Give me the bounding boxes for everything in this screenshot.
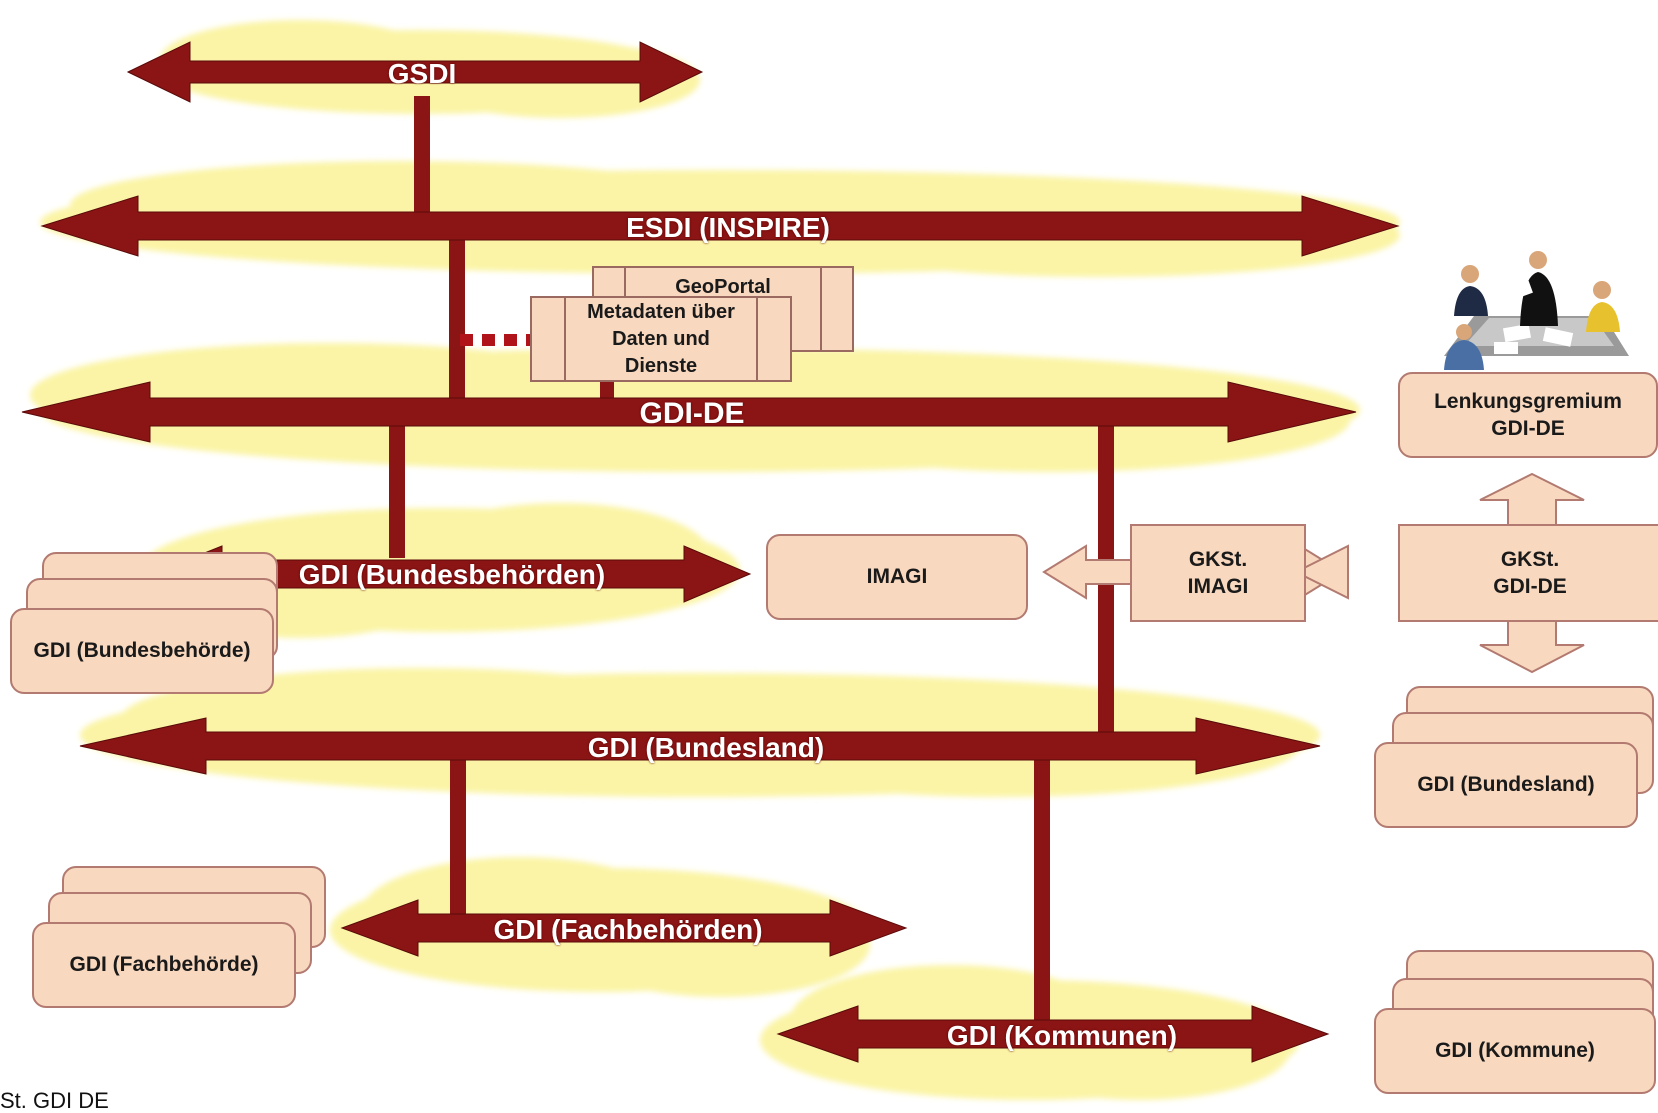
- lenkungsgremium-box: Lenkungsgremium GDI-DE: [1398, 372, 1658, 458]
- connector-gsdi-esdi: [414, 96, 430, 214]
- gdi-bundesbehoerde-label: GDI (Bundesbehörde): [33, 639, 251, 663]
- label-gdi-fachbehoerden: GDI (Fachbehörden): [493, 914, 763, 945]
- dashed-connector: [460, 334, 539, 346]
- arrow-gdi-de: [21, 381, 1357, 443]
- gdi-bundesland-label: GDI (Bundesland): [1417, 773, 1595, 797]
- gdi-kommune-box: GDI (Kommune): [1374, 1008, 1656, 1094]
- connector-esdi-gdi-de: [449, 236, 465, 404]
- metadata-text: Metadaten über Daten und Dienste: [532, 298, 790, 380]
- connector-gdi-de-bundesbehoerden: [389, 420, 405, 558]
- label-gdi-bundesbehoerden: GDI (Bundesbehörden): [298, 559, 606, 590]
- meeting-people-illustration-icon: [1434, 246, 1634, 370]
- metadata-line-1: Metadaten über: [587, 300, 735, 323]
- gdi-fachbehoerde-label: GDI (Fachbehörde): [69, 953, 259, 977]
- label-gdi-kommunen: GDI (Kommunen): [946, 1020, 1178, 1051]
- gkst-gdi-de-line-1: GKSt.: [1500, 547, 1560, 571]
- arrow-gkst-gdi-de-horizontal: [1293, 544, 1349, 600]
- gdi-bundesland-box: GDI (Bundesland): [1374, 742, 1638, 828]
- gdi-bundesbehoerde-box: GDI (Bundesbehörde): [10, 608, 274, 694]
- gkst-imagi-line-2: IMAGI: [1187, 575, 1249, 598]
- metadata-line-2: Daten und: [612, 327, 710, 350]
- connector-bundesland-fachbehoerden: [450, 756, 466, 916]
- arrow-gsdi: [126, 41, 704, 103]
- caption: St. GDI DE: [0, 1088, 109, 1113]
- metadata-line-3: Dienste: [624, 354, 698, 377]
- label-esdi: ESDI (INSPIRE): [626, 212, 830, 243]
- imagi-box: IMAGI: [766, 534, 1028, 620]
- gkst-imagi-line-1: GKSt.: [1188, 547, 1248, 571]
- arrow-layer: [21, 41, 1400, 1063]
- gdi-kommune-label: GDI (Kommune): [1435, 1039, 1595, 1063]
- arrow-kommunen: [776, 1005, 1330, 1063]
- imagi-label: IMAGI: [866, 565, 928, 589]
- gkst-gdi-de-box: GKSt. GDI-DE: [1398, 524, 1658, 622]
- geoportal-label: GeoPortal: [675, 276, 771, 298]
- gkst-gdi-de-line-2: GDI-DE: [1493, 575, 1567, 598]
- arrow-esdi: [40, 195, 1400, 257]
- label-gdi-bundesland: GDI (Bundesland): [587, 732, 825, 763]
- lenkungsgremium-line-1: Lenkungsgremium: [1434, 389, 1622, 413]
- lenkungsgremium-line-2: GDI-DE: [1491, 417, 1565, 440]
- arrow-bundesland: [79, 717, 1321, 775]
- connector-bundesland-kommunen: [1034, 756, 1050, 1026]
- label-gsdi: GSDI: [387, 58, 457, 89]
- label-gdi-de: GDI-DE: [639, 397, 745, 430]
- gkst-imagi-box: GKSt. IMAGI: [1130, 524, 1306, 622]
- gdi-fachbehoerde-box: GDI (Fachbehörde): [32, 922, 296, 1008]
- metadata-box: Metadaten über Daten und Dienste: [530, 296, 792, 382]
- arrow-fachbehoerden: [340, 899, 908, 957]
